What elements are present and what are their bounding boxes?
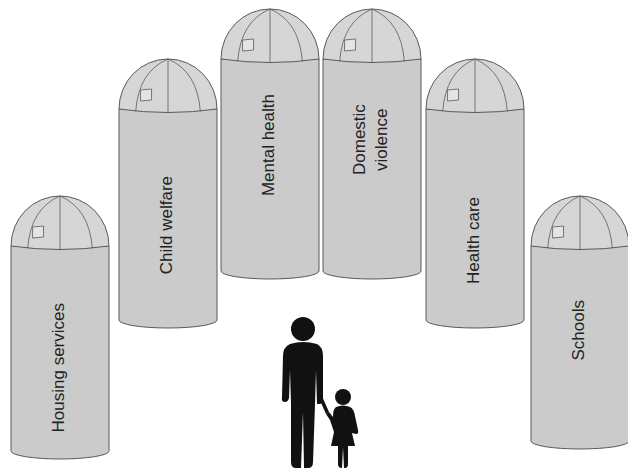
dome-rib xyxy=(28,196,60,249)
label-area: Mental health xyxy=(220,25,318,265)
dome-rib xyxy=(475,59,476,112)
dome-window xyxy=(243,39,254,51)
label-area: Child welfare xyxy=(118,105,216,345)
dome-rib xyxy=(580,196,612,249)
silo-label: Housing services xyxy=(48,303,70,432)
dome-rib xyxy=(372,9,373,62)
adult-figure xyxy=(282,317,329,468)
silo-label: Child welfare xyxy=(156,176,178,274)
silo-body xyxy=(323,59,421,279)
silo-outline xyxy=(425,58,525,329)
dome-rib xyxy=(443,59,475,112)
silo-node: Schools xyxy=(530,195,628,448)
silo-node: Child welfare xyxy=(118,58,216,327)
adult-body xyxy=(282,342,323,468)
dome-rib xyxy=(168,59,200,112)
silo-dome xyxy=(323,9,421,63)
label-area: Domestic violence xyxy=(322,20,420,260)
silo-body xyxy=(531,246,628,449)
label-area: Health care xyxy=(425,120,523,360)
silo-body xyxy=(221,59,319,279)
silo-dome xyxy=(221,9,319,63)
silo-node: Domestic violence xyxy=(322,8,420,278)
silo-label: Schools xyxy=(568,300,590,360)
dome-rib xyxy=(270,9,302,62)
silo-node: Mental health xyxy=(220,8,318,278)
silo-node: Housing services xyxy=(10,195,108,458)
dome-window xyxy=(33,226,44,238)
dome-window xyxy=(448,89,459,101)
dome-rib xyxy=(60,196,92,249)
label-area: Schools xyxy=(530,210,628,450)
silo-body xyxy=(11,246,109,459)
dome-rib xyxy=(475,59,507,112)
dome-window xyxy=(141,89,152,101)
silo-dome xyxy=(531,196,628,250)
dome-rib xyxy=(136,59,168,112)
label-area: Housing services xyxy=(10,248,108,470)
dome-rib xyxy=(340,9,372,62)
dome-rib xyxy=(60,196,61,249)
silo-node: Health care xyxy=(425,58,523,327)
dome-rib xyxy=(238,9,270,62)
silo-label: Mental health xyxy=(258,94,280,196)
adult-arm xyxy=(318,394,329,414)
child-body xyxy=(326,406,358,469)
dome-window xyxy=(553,226,564,238)
dome-rib xyxy=(168,59,169,112)
adult-head xyxy=(291,317,315,341)
dome-rib xyxy=(580,196,581,249)
silo-dome xyxy=(119,59,217,113)
dome-rib xyxy=(372,9,404,62)
silo-label: Health care xyxy=(463,197,485,284)
dome-window xyxy=(345,39,356,51)
silo-label: Domestic violence xyxy=(349,85,393,195)
child-figure xyxy=(326,389,358,468)
silo-body xyxy=(426,109,524,328)
child-head xyxy=(335,389,351,405)
dome-rib xyxy=(548,196,580,249)
silo-dome xyxy=(426,59,524,113)
silo-body xyxy=(119,109,217,328)
silo-dome xyxy=(11,196,109,250)
dome-rib xyxy=(270,9,271,62)
